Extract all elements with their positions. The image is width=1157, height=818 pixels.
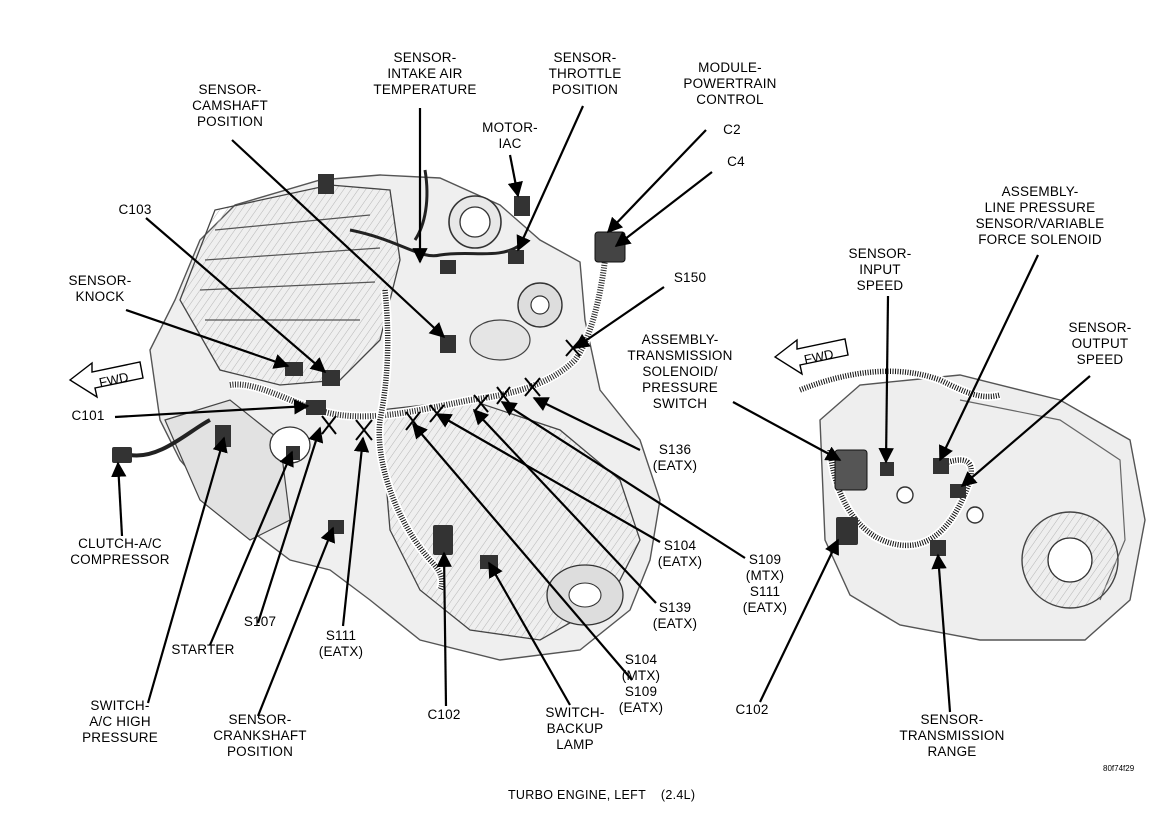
connector-iac — [514, 196, 530, 216]
label-c4: C4 — [727, 154, 745, 169]
label-c103: C103 — [118, 202, 152, 217]
connector-backup-lamp — [480, 555, 498, 569]
connector-c103 — [322, 370, 340, 386]
label-c102-right: C102 — [735, 702, 769, 717]
connector-pcm — [594, 231, 626, 263]
label-motor-iac: MOTOR-IAC — [482, 120, 538, 151]
connector-c102-right — [836, 517, 858, 545]
figure-caption: TURBO ENGINE, LEFT (2.4L) — [508, 788, 696, 802]
connector-camshaft — [440, 335, 456, 353]
label-s104-eatx: S104(EATX) — [657, 538, 703, 569]
connector-input-speed — [880, 462, 894, 476]
connector-c102-left — [433, 525, 453, 555]
label-s107: S107 — [243, 614, 277, 629]
label-s136: S136(EATX) — [652, 442, 698, 473]
leader-lines — [111, 105, 1091, 717]
label-c101: C101 — [71, 408, 105, 423]
connector-line-pressure — [933, 458, 949, 474]
connector-c101 — [306, 400, 326, 415]
label-c2: C2 — [723, 122, 741, 137]
transaxle-illustration: FWD — [773, 338, 1146, 641]
label-s150: S150 — [673, 270, 707, 285]
connector-s107 — [286, 446, 300, 460]
fwd-arrow-left: FWD — [68, 361, 144, 399]
connector-tps — [508, 250, 524, 264]
connector-output-speed — [950, 484, 966, 498]
label-s104-mtx-s109: S104(MTX)S109(EATX) — [618, 652, 664, 715]
label-starter: STARTER — [171, 642, 235, 657]
label-s109-s111: S109(MTX)S111(EATX) — [742, 552, 788, 615]
connector-iat — [440, 260, 456, 274]
connector-trans-range — [930, 540, 946, 556]
label-s139: S139(EATX) — [652, 600, 698, 631]
label-c102-left: C102 — [427, 707, 461, 722]
figure-id: 80f74f29 — [1103, 764, 1135, 773]
connector-clutch-ac — [112, 447, 132, 463]
fwd-arrow-right: FWD — [773, 338, 849, 376]
label-sensor-knock: SENSOR-KNOCK — [68, 273, 132, 304]
connector-oil-top — [318, 174, 334, 194]
label-s111-eatx: S111(EATX) — [318, 628, 364, 659]
fwd-label-right: FWD — [803, 346, 835, 367]
connector-knock — [285, 362, 303, 376]
connector-solenoid-assembly — [834, 449, 868, 491]
fwd-label-left: FWD — [98, 369, 130, 390]
